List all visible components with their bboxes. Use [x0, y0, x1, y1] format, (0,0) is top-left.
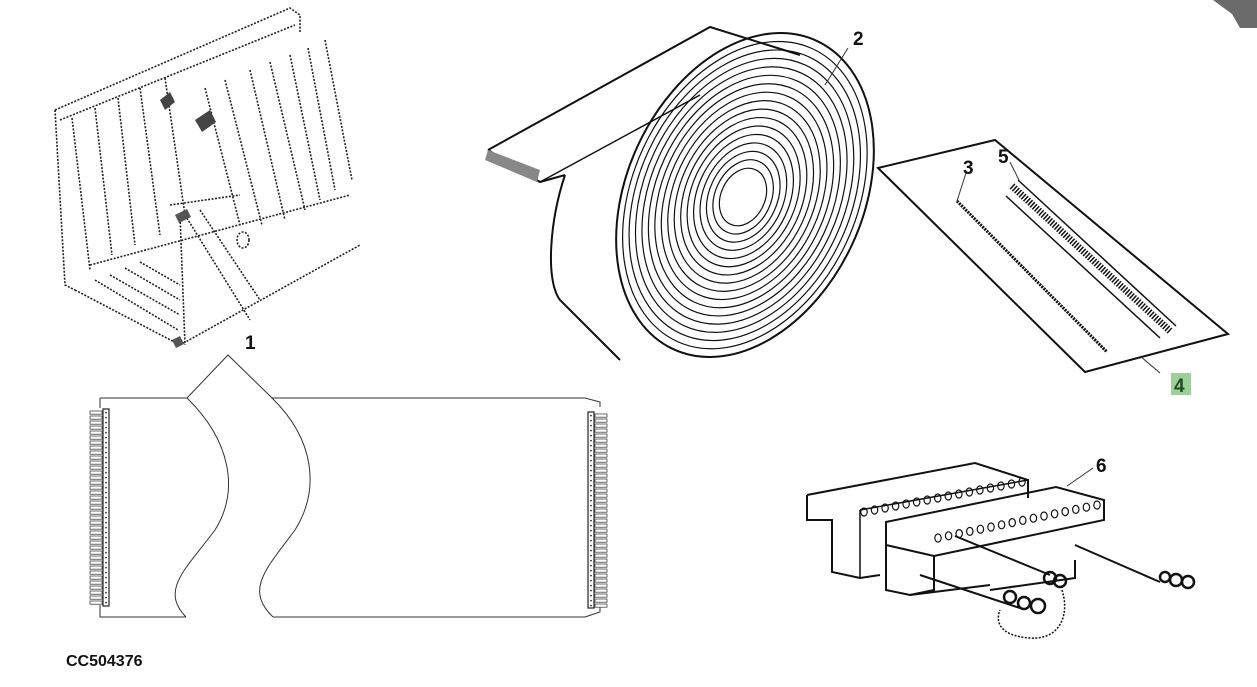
ribbon-cable-assembly-illustration — [89, 354, 608, 618]
leader-lines — [824, 47, 1161, 487]
connector-kit-illustration — [876, 138, 1231, 374]
left-connector — [89, 408, 110, 607]
callout-2[interactable]: 2 — [853, 29, 864, 50]
crimp-fixture-illustration — [806, 461, 1196, 639]
callout-1[interactable]: 1 — [245, 333, 256, 354]
callout-6[interactable]: 6 — [1096, 456, 1107, 477]
right-connector — [587, 411, 608, 609]
callout-3[interactable]: 3 — [963, 158, 974, 179]
arrow-down-right-icon[interactable] — [1213, 0, 1257, 28]
folded-ribbon-illustration — [54, 7, 361, 348]
callout-4[interactable]: 4 — [1174, 376, 1185, 397]
figure-reference-code: CC504376 — [66, 653, 143, 670]
callout-4-highlight — [1171, 373, 1191, 395]
ribbon-roll-illustration — [485, 25, 875, 361]
callout-5[interactable]: 5 — [998, 147, 1009, 168]
